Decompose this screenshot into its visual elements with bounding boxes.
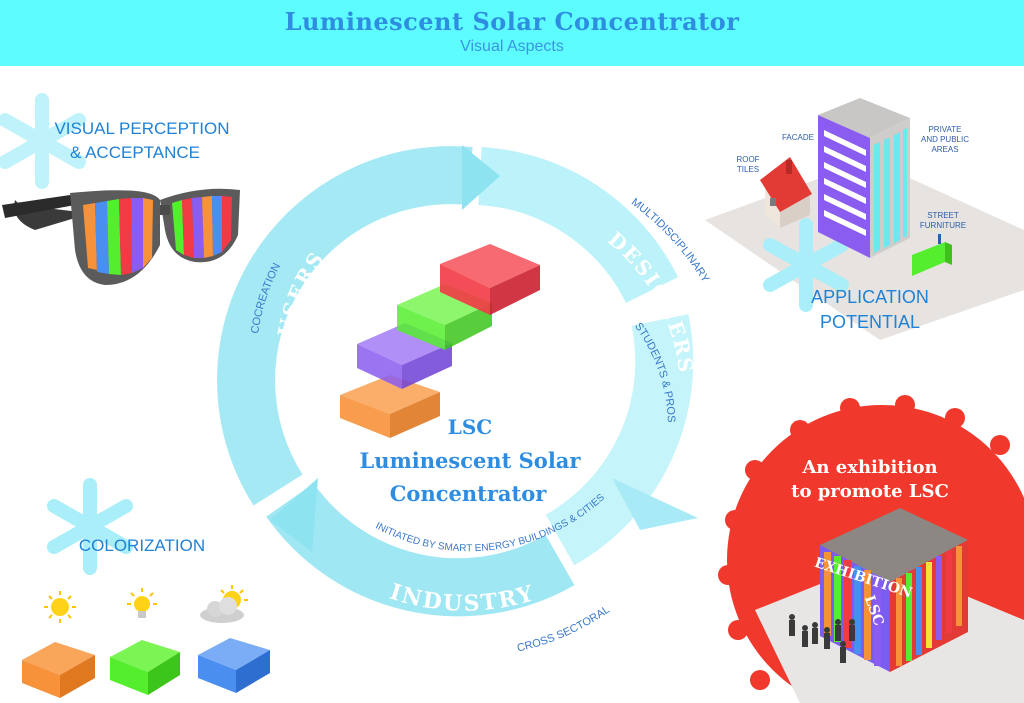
asterisk-icon bbox=[0, 93, 86, 189]
private-areas-label-3: AREAS bbox=[931, 145, 958, 154]
right-lens bbox=[172, 196, 232, 258]
blue-tile bbox=[198, 638, 270, 693]
header-banner: Luminescent Solar Concentrator Visual As… bbox=[0, 0, 1024, 66]
exhibition-title-1: An exhibition bbox=[801, 457, 937, 478]
visual-perception-label-2: & ACCEPTANCE bbox=[70, 143, 200, 162]
red-panel bbox=[440, 244, 540, 315]
private-areas-label-2: AND PUBLIC bbox=[921, 135, 969, 144]
center-title-3: Concentrator bbox=[390, 481, 547, 506]
green-tile bbox=[110, 640, 180, 695]
asterisk-icon bbox=[47, 478, 133, 575]
orange-panel bbox=[340, 375, 440, 438]
lsc-diagram: VISUAL PERCEPTION & ACCEPTANCE bbox=[0, 93, 1024, 703]
application-potential-group: FACADE ROOF TILES PRIVATE AND PUBLIC ARE… bbox=[705, 98, 1024, 340]
exhibition-group: An exhibition to promote LSC bbox=[718, 395, 1024, 703]
sunglasses-icon bbox=[2, 188, 240, 285]
roof-tiles-label-2: TILES bbox=[737, 165, 759, 174]
visual-perception-group: VISUAL PERCEPTION & ACCEPTANCE bbox=[0, 93, 240, 285]
arrow-head-right bbox=[612, 478, 698, 530]
visitors-icon bbox=[789, 614, 855, 663]
sun-icon bbox=[44, 591, 76, 623]
left-lens bbox=[83, 198, 153, 275]
roof-tiles-label-1: ROOF bbox=[736, 155, 759, 164]
tower-building-icon bbox=[818, 98, 910, 258]
page-title: Luminescent Solar Concentrator bbox=[284, 7, 740, 36]
colorization-group: COLORIZATION bbox=[22, 478, 270, 698]
asterisk-icon bbox=[763, 218, 849, 312]
facade-label: FACADE bbox=[782, 133, 814, 142]
street-furniture-label-2: FURNITURE bbox=[920, 221, 966, 230]
arrow-head-top bbox=[462, 145, 500, 210]
lightbulb-icon bbox=[127, 588, 157, 618]
street-furniture-icon bbox=[912, 234, 952, 276]
lsc-panels-icon bbox=[340, 244, 540, 438]
center-title-2: Luminescent Solar bbox=[360, 448, 582, 473]
street-furniture-label-1: STREET bbox=[927, 211, 959, 220]
cross-sectoral-label: CROSS SECTORAL bbox=[516, 604, 612, 655]
exhibition-title-2: to promote LSC bbox=[791, 481, 949, 502]
arrow-head-left bbox=[270, 478, 318, 552]
colorization-label: COLORIZATION bbox=[79, 536, 205, 555]
application-label-2: POTENTIAL bbox=[820, 312, 920, 332]
cycle-ring bbox=[217, 145, 698, 617]
cloud-sun-icon bbox=[200, 585, 248, 623]
center-title-1: LSC bbox=[448, 415, 492, 439]
page-subtitle: Visual Aspects bbox=[460, 38, 564, 55]
orange-tile bbox=[22, 642, 95, 698]
private-areas-label-1: PRIVATE bbox=[928, 125, 961, 134]
visual-perception-label-1: VISUAL PERCEPTION bbox=[54, 119, 229, 138]
house-icon bbox=[760, 157, 812, 228]
application-label-1: APPLICATION bbox=[811, 287, 929, 307]
